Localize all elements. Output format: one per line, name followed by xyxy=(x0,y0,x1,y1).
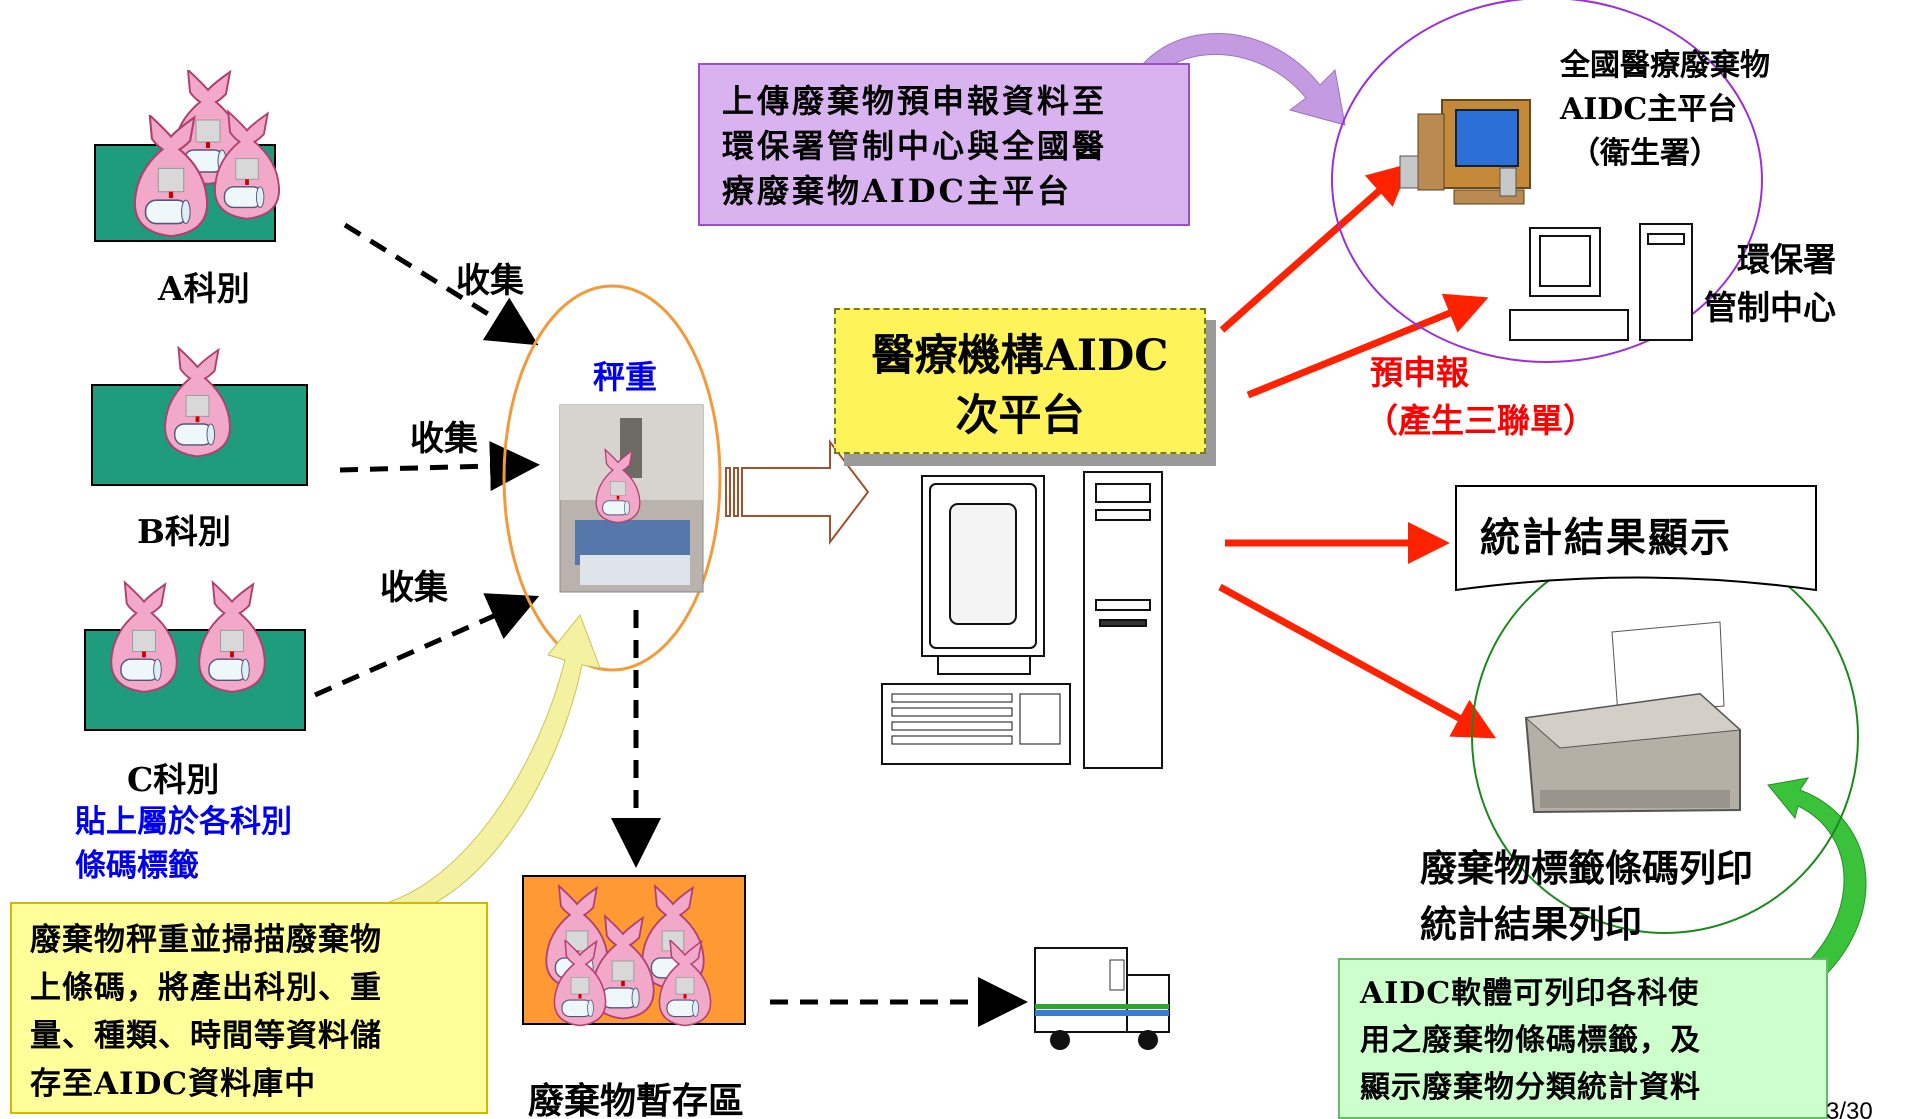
print-caption: 廢棄物標籤條碼列印 統計結果列印 xyxy=(1420,840,1753,952)
scale-photo xyxy=(559,404,704,593)
upload-box: 上傳廢棄物預申報資料至 環保署管制中心與全國醫 療廢棄物AIDC主平台 xyxy=(698,63,1190,226)
department-a-illustration xyxy=(94,70,281,242)
stats-display-banner xyxy=(1455,485,1817,592)
hollow-arrow xyxy=(725,439,870,545)
weigh-ellipse xyxy=(502,284,722,672)
national-platform-line-2: AIDC主平台 xyxy=(1560,92,1738,127)
national-platform-line-1: 全國醫療廢棄物 xyxy=(1560,48,1770,83)
upload-box-line-1: 上傳廢棄物預申報資料至 xyxy=(722,82,1108,120)
epa-center-line-1: 環保署 xyxy=(1737,240,1836,279)
central-platform-ellipse xyxy=(1331,0,1763,363)
aidc-note-box: AIDC軟體可列印各科使 用之廢棄物條碼標籤，及 顯示廢棄物分類統計資料 xyxy=(1338,958,1828,1119)
dept-a-label: A科別 xyxy=(158,269,250,308)
stats-display-label: 統計結果顯示 xyxy=(1480,514,1732,561)
weigh-note-line-1: 廢棄物秤重並掃描廢棄物 xyxy=(30,922,382,958)
barcode-note-line-1: 貼上屬於各科別 xyxy=(75,804,292,840)
barcode-note-line-2: 條碼標籤 xyxy=(75,848,199,884)
national-computer-illustration xyxy=(1399,99,1531,205)
dept-c-label: C科別 xyxy=(127,760,220,799)
yellow-curved-arrow xyxy=(379,614,601,921)
sub-platform-box: 醫療機構AIDC 次平台 xyxy=(834,308,1206,454)
green-curved-arrow xyxy=(1767,777,1867,986)
epa-center-line-2: 管制中心 xyxy=(1704,288,1836,327)
workstation-illustration xyxy=(881,471,1163,769)
aidc-note-line-1: AIDC軟體可列印各科使 xyxy=(1360,976,1700,1011)
page-number: 3/30 xyxy=(1826,1098,1873,1119)
storage-label: 廢棄物暫存區 xyxy=(528,1080,745,1119)
weigh-note-line-4: 存至AIDC資料庫中 xyxy=(30,1066,317,1102)
collect-arrow-a xyxy=(343,222,539,346)
upload-box-line-3: 療廢棄物AIDC主平台 xyxy=(722,172,1073,210)
aidc-note-line-2: 用之廢棄物條碼標籤，及 xyxy=(1360,1023,1701,1058)
collect-arrows xyxy=(313,222,1028,1027)
dept-b-label: B科別 xyxy=(137,512,231,551)
collect-label-a: 收集 xyxy=(456,261,524,301)
weigh-label: 秤重 xyxy=(593,358,658,396)
red-arrow-printer xyxy=(1218,583,1497,739)
collect-label-c: 收集 xyxy=(380,568,448,608)
sub-platform-line-2: 次平台 xyxy=(955,391,1085,441)
sub-platform-line-1: 醫療機構AIDC xyxy=(871,331,1169,381)
department-c-illustration xyxy=(84,581,306,731)
storage-illustration xyxy=(522,875,746,1027)
weigh-note-line-2: 上條碼，將產出科別、重 xyxy=(30,970,382,1006)
red-arrow-epa xyxy=(1246,293,1489,399)
weigh-note-line-3: 量、種類、時間等資料儲 xyxy=(30,1018,382,1054)
upload-box-line-2: 環保署管制中心與全國醫 xyxy=(722,127,1108,165)
pre-report-line-2: （產生三聯單） xyxy=(1365,401,1596,440)
pre-report-line-1: 預申報 xyxy=(1370,353,1469,392)
aidc-note-line-3: 顯示廢棄物分類統計資料 xyxy=(1360,1070,1701,1105)
epa-computer-illustration xyxy=(1509,223,1693,341)
national-platform-label: 全國醫療廢棄物 AIDC主平台 （衛生署） xyxy=(1560,44,1770,176)
print-caption-line-2: 統計結果列印 xyxy=(1420,902,1642,946)
collect-arrow-c xyxy=(313,593,540,698)
pre-report-label: 預申報 （產生三聯單） xyxy=(1365,349,1596,445)
collect-arrow-b xyxy=(339,441,540,492)
truck-icon xyxy=(1034,947,1170,1050)
print-caption-line-1: 廢棄物標籤條碼列印 xyxy=(1420,846,1753,890)
red-arrow-national xyxy=(1219,163,1411,333)
epa-center-label: 環保署 管制中心 xyxy=(1704,236,1836,332)
weigh-note-box: 廢棄物秤重並掃描廢棄物 上條碼，將產出科別、重 量、種類、時間等資料儲 存至AI… xyxy=(10,902,488,1114)
department-b-illustration xyxy=(91,346,308,486)
purple-curved-arrow xyxy=(1124,33,1346,126)
national-platform-line-3: （衛生署） xyxy=(1570,136,1720,171)
printer-illustration xyxy=(1524,621,1742,814)
barcode-note: 貼上屬於各科別 條碼標籤 xyxy=(75,800,292,888)
red-arrows xyxy=(1218,163,1497,739)
collect-label-b: 收集 xyxy=(410,419,478,459)
